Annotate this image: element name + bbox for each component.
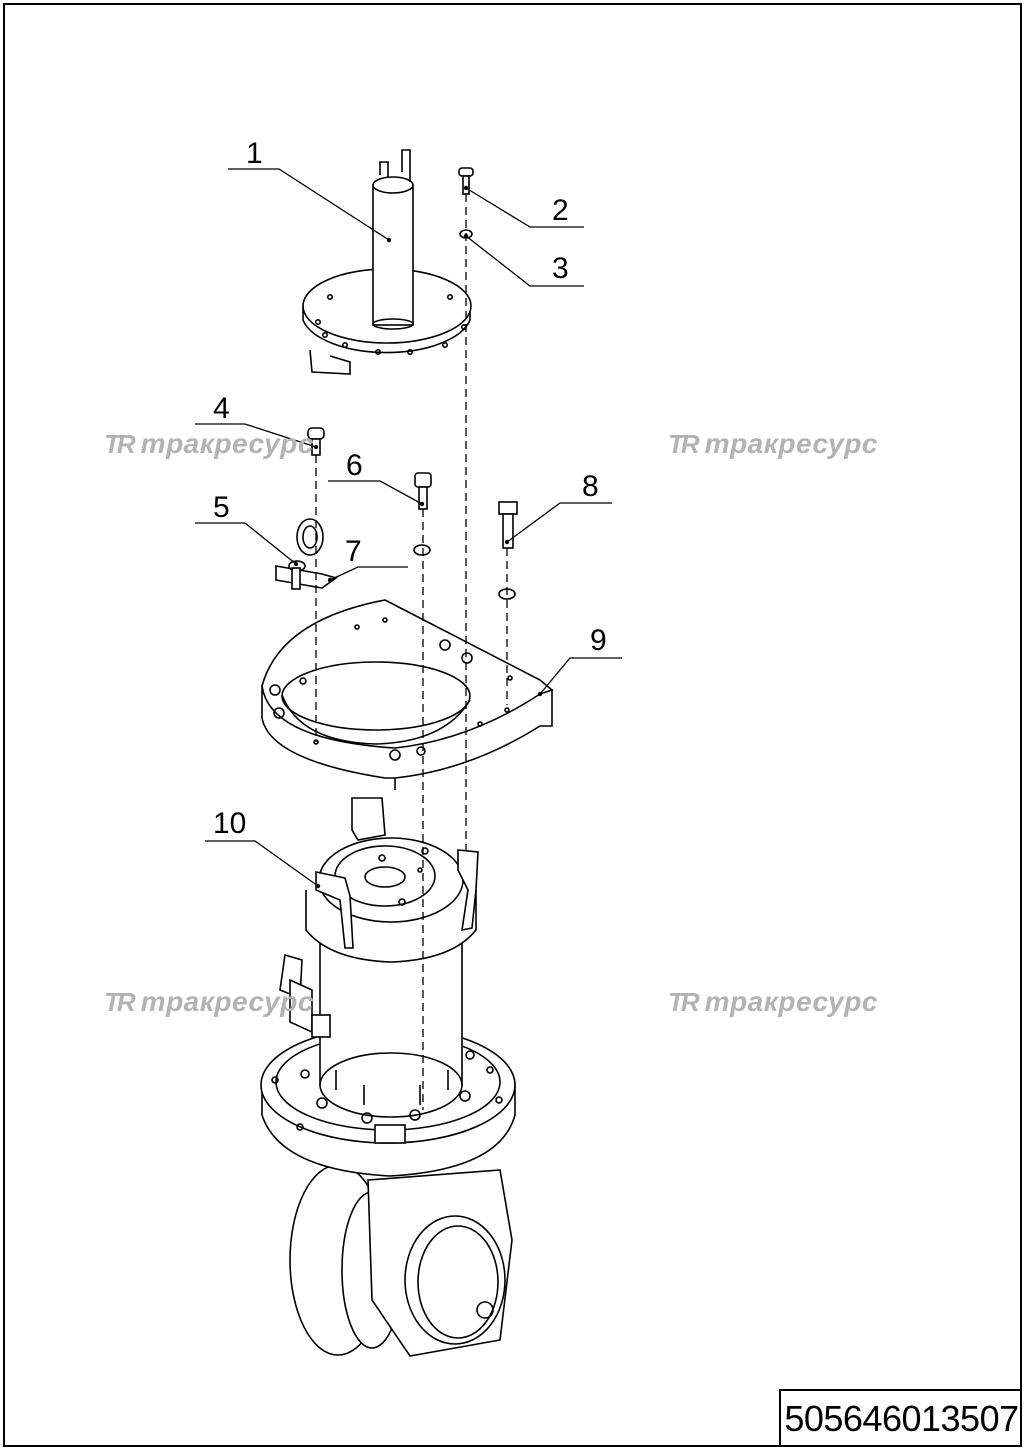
callout-10: 10 bbox=[213, 807, 246, 840]
watermark-logo-icon: TR bbox=[668, 987, 700, 1017]
part-10-drive-unit bbox=[260, 797, 516, 1357]
part-8-hex-bolt bbox=[498, 501, 518, 549]
callout-7: 7 bbox=[345, 535, 362, 568]
part-9-mounting-plate bbox=[261, 599, 554, 790]
watermark-logo-icon: TR bbox=[104, 429, 136, 459]
callout-3: 3 bbox=[552, 252, 569, 285]
callout-8: 8 bbox=[582, 470, 599, 503]
part-7-washer bbox=[413, 544, 431, 556]
callout-9: 9 bbox=[590, 624, 607, 657]
callout-2: 2 bbox=[552, 194, 569, 227]
assembly-lines bbox=[315, 194, 508, 1110]
watermark-text: тракресурс bbox=[704, 428, 878, 459]
watermark-logo-icon: TR bbox=[104, 987, 136, 1017]
leader-lines bbox=[195, 168, 622, 887]
watermark-text: тракресурс bbox=[140, 428, 314, 459]
callout-6: 6 bbox=[346, 449, 363, 482]
part-6-socket-bolt bbox=[414, 472, 432, 510]
drawing-frame bbox=[3, 3, 1022, 1447]
watermark-logo-icon: TR bbox=[668, 429, 700, 459]
watermark-text: тракресурс bbox=[704, 986, 878, 1017]
callout-4: 4 bbox=[213, 392, 230, 425]
callout-5: 5 bbox=[213, 491, 230, 524]
part-5-lifting-eye-bracket bbox=[275, 518, 338, 590]
document-number: 505646013507 bbox=[779, 1389, 1022, 1447]
part-1-kingpin-flange bbox=[302, 149, 472, 375]
watermark-text: тракресурс bbox=[140, 986, 314, 1017]
callout-1: 1 bbox=[246, 137, 263, 170]
